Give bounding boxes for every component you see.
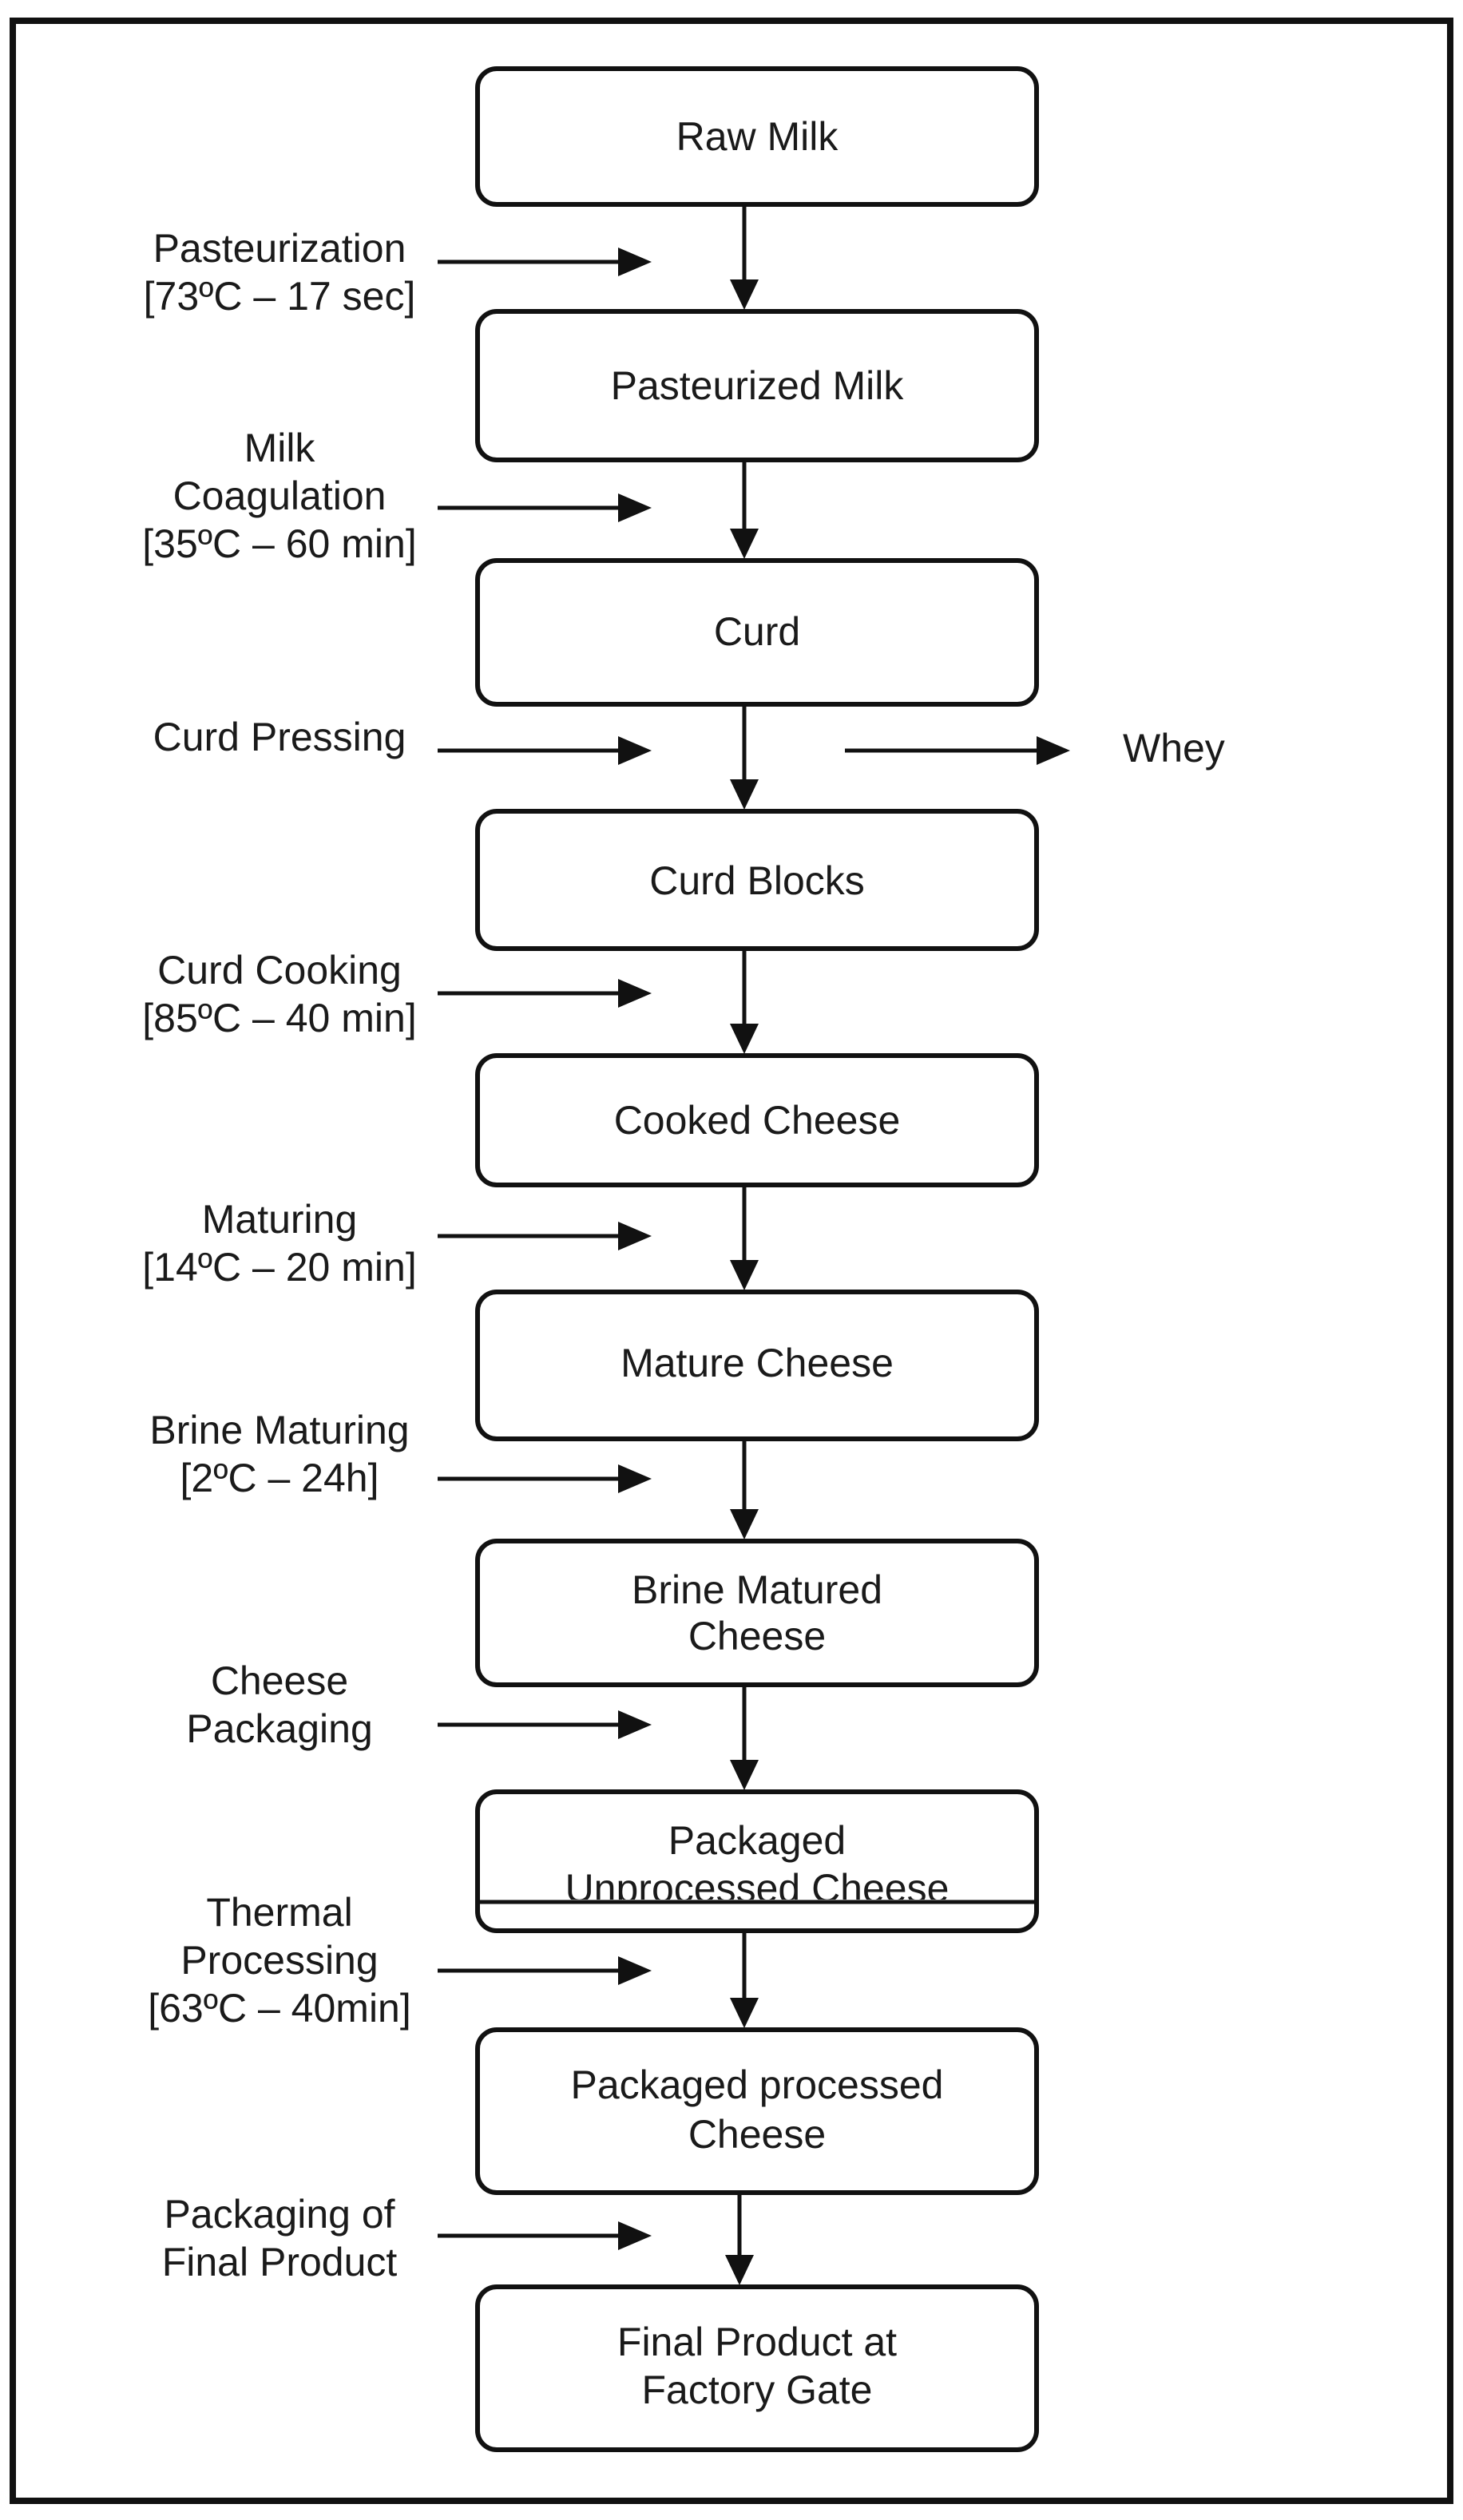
step-label-line2: [2ºC – 24h] bbox=[180, 1456, 379, 1500]
arrow-down bbox=[725, 2193, 754, 2285]
step-label-line1: Curd Cooking bbox=[157, 948, 402, 993]
step-label-line2: Packaging bbox=[186, 1706, 373, 1751]
box-label: Curd bbox=[714, 609, 800, 654]
step-label-line1: Maturing bbox=[202, 1197, 358, 1242]
step-label-line1: Packaging of bbox=[164, 2192, 394, 2237]
process-step-brine-maturing: Brine Maturing [2ºC – 24h] bbox=[149, 1408, 652, 1500]
process-step-packaging-final-product: Packaging of Final Product bbox=[162, 2192, 652, 2284]
step-label-line2: [73ºC – 17 sec] bbox=[144, 274, 416, 319]
arrow-down bbox=[730, 1685, 759, 1790]
box-label-line1: Packaged processed bbox=[571, 2062, 944, 2107]
process-box-raw-milk: Raw Milk bbox=[475, 66, 1039, 207]
box-label-line1: Brine Matured bbox=[632, 1567, 882, 1612]
arrow-down bbox=[730, 704, 759, 810]
process-step-curd-pressing: Curd Pressing bbox=[153, 715, 652, 765]
step-label-line2: Final Product bbox=[162, 2240, 398, 2284]
process-step-maturing: Maturing [14ºC – 20 min] bbox=[142, 1197, 652, 1290]
process-box-curd-blocks: Curd Blocks bbox=[475, 809, 1039, 951]
box-label-line2: Cheese bbox=[688, 1614, 826, 1658]
box-label-line1: Packaged bbox=[668, 1818, 846, 1863]
connector-arrows bbox=[725, 204, 759, 2285]
step-label-line2: Coagulation bbox=[173, 473, 387, 518]
outer-border bbox=[10, 18, 1453, 2504]
arrow-down bbox=[730, 1439, 759, 1539]
process-step-cheese-packaging: Cheese Packaging bbox=[186, 1658, 652, 1751]
process-box-final-product: Final Product at Factory Gate bbox=[475, 2284, 1039, 2452]
box-label: Mature Cheese bbox=[620, 1341, 894, 1385]
process-step-curd-cooking: Curd Cooking [85ºC – 40 min] bbox=[142, 948, 652, 1040]
process-box-pasteurized-milk: Pasteurized Milk bbox=[475, 309, 1039, 462]
process-box-packaged-unprocessed-cheese: Packaged Unprocessed Cheese bbox=[475, 1789, 1039, 1933]
process-step-thermal-processing: Thermal Processing [63ºC – 40min] bbox=[148, 1890, 652, 2031]
step-label-line1: Curd Pressing bbox=[153, 715, 406, 759]
step-label-line1: Thermal bbox=[206, 1890, 352, 1935]
arrow-down bbox=[730, 1931, 759, 2028]
process-box-curd: Curd bbox=[475, 558, 1039, 707]
box-label: Pasteurized Milk bbox=[611, 363, 905, 408]
step-label-line1: Milk bbox=[244, 426, 316, 470]
step-label-line1: Brine Maturing bbox=[149, 1408, 409, 1452]
process-box-mature-cheese: Mature Cheese bbox=[475, 1290, 1039, 1441]
process-box-packaged-processed-cheese: Packaged processed Cheese bbox=[475, 2027, 1039, 2195]
process-output-whey: Whey bbox=[845, 726, 1225, 771]
arrow-down bbox=[730, 460, 759, 559]
arrow-down bbox=[730, 949, 759, 1054]
box-label-line1: Final Product at bbox=[617, 2320, 897, 2364]
arrow-down bbox=[730, 1185, 759, 1290]
box-label: Cooked Cheese bbox=[614, 1098, 901, 1143]
box-label: Raw Milk bbox=[676, 114, 839, 159]
step-label-line2: [14ºC – 20 min] bbox=[142, 1245, 416, 1290]
step-label-line1: Cheese bbox=[211, 1658, 348, 1703]
step-label-line2: Processing bbox=[180, 1938, 378, 1983]
process-step-pasteurization: Pasteurization [73ºC – 17 sec] bbox=[144, 226, 652, 319]
process-box-cooked-cheese: Cooked Cheese bbox=[475, 1053, 1039, 1187]
arrow-down bbox=[730, 204, 759, 310]
box-label-line2: Unprocessed Cheese bbox=[565, 1866, 950, 1911]
box-label-line2: Factory Gate bbox=[642, 2367, 873, 2412]
process-box-brine-matured-cheese: Brine Matured Cheese bbox=[475, 1539, 1039, 1687]
box-label-line2: Cheese bbox=[688, 2112, 826, 2157]
step-label-line2: [85ºC – 40 min] bbox=[142, 996, 416, 1040]
step-label-line3: [35ºC – 60 min] bbox=[142, 521, 416, 566]
whey-label: Whey bbox=[1123, 726, 1225, 771]
box-label: Curd Blocks bbox=[649, 858, 865, 903]
step-label-line3: [63ºC – 40min] bbox=[148, 1986, 411, 2031]
process-step-milk-coagulation: Milk Coagulation [35ºC – 60 min] bbox=[142, 426, 652, 566]
step-label-line1: Pasteurization bbox=[153, 226, 406, 271]
